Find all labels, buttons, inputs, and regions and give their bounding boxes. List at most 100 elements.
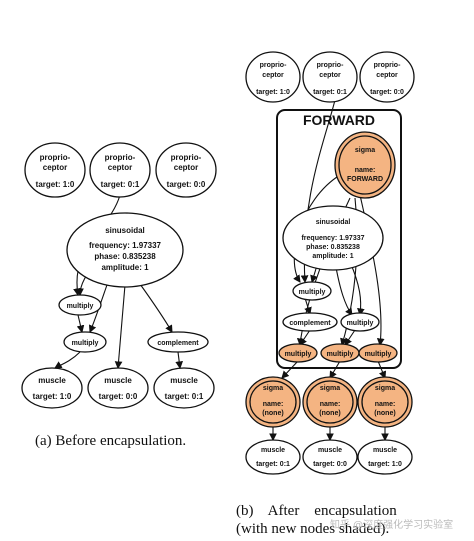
label: phase: 0.835238 [306, 244, 360, 251]
left-multiply-2 [63, 331, 107, 353]
label: target: 1:0 [33, 392, 72, 401]
label: complement [289, 320, 331, 327]
right-graph: FORWARD proprio- ceptor target: 1:0 prop… [245, 51, 415, 475]
label: multiply [72, 340, 99, 347]
label: sinusoidal [316, 219, 351, 226]
label: proprio- [374, 62, 401, 69]
left-graph: proprio- ceptor target: 1:0 proprio- cep… [21, 142, 217, 409]
right-multiply-bottom-1 [278, 343, 318, 363]
caption-a: (a) Before encapsulation. [35, 433, 187, 449]
right-complement [282, 312, 338, 332]
label: sigma [320, 385, 340, 392]
left-proprioceptor-2 [89, 142, 151, 198]
label: target: 0:0 [167, 180, 206, 189]
left-sinusoidal [66, 212, 184, 288]
right-sigma-forward [334, 131, 396, 199]
label: proprio- [105, 153, 136, 162]
label: multiply [285, 351, 312, 358]
label: target: 0:1 [256, 461, 290, 468]
edge [359, 194, 385, 347]
label: sigma [375, 385, 395, 392]
label: muscle [104, 376, 132, 385]
label: target: 0:1 [165, 392, 204, 401]
right-sigma-3 [357, 376, 413, 428]
forward-module-box [276, 109, 402, 369]
left-muscle-1 [21, 367, 83, 409]
caption-b-line2: (with new nodes shaded). [236, 521, 390, 537]
label: target: 1:0 [36, 180, 75, 189]
label: name: [375, 401, 396, 408]
edge [329, 360, 341, 379]
label: muscle [261, 447, 285, 454]
left-muscle-2 [87, 367, 149, 409]
label: sinusoidal [105, 226, 145, 235]
left-muscle-3 [153, 367, 215, 409]
label: multiply [347, 320, 374, 327]
label: multiply [327, 351, 354, 358]
edge [175, 351, 184, 370]
edge [281, 360, 299, 379]
label: multiply [67, 303, 94, 310]
label: proprio- [260, 62, 287, 69]
watermark: 知乎 @深度强化学习实验室 [330, 520, 454, 531]
edge [54, 351, 81, 369]
edge [139, 283, 173, 333]
label: amplitude: 1 [101, 263, 149, 272]
label: ceptor [376, 72, 398, 79]
right-multiply-mid [340, 312, 380, 332]
label: multiply [299, 289, 326, 296]
label: proprio- [317, 62, 344, 69]
right-muscle-3 [357, 439, 413, 475]
right-multiply-bottom-3 [358, 343, 398, 363]
label: proprio- [171, 153, 202, 162]
edge [114, 284, 126, 370]
label: ceptor [174, 163, 198, 172]
label: (none) [374, 410, 395, 417]
right-proprioceptor-1 [245, 51, 301, 103]
label: target: 0:0 [370, 89, 404, 96]
right-sigma-1 [245, 376, 301, 428]
label: sigma [263, 385, 283, 392]
label: name: [320, 401, 341, 408]
right-muscle-2 [302, 439, 358, 475]
edge [344, 329, 356, 346]
edge [377, 360, 387, 380]
right-sigma-1-inner-ring [249, 380, 297, 424]
label: sigma [355, 147, 375, 154]
edge [88, 281, 109, 334]
right-sinusoidal [282, 205, 384, 271]
right-sigma-forward-inner-ring [338, 135, 392, 195]
right-sigma-2-inner-ring [306, 380, 354, 424]
label: target: 0:0 [313, 461, 347, 468]
label: name: [355, 167, 376, 174]
right-sigma-3-inner-ring [361, 380, 409, 424]
left-multiply-1 [58, 294, 102, 316]
right-muscle-1 [245, 439, 301, 475]
label: name: [263, 401, 284, 408]
label: target: 0:1 [313, 89, 347, 96]
label: frequency: 1.97337 [301, 235, 364, 242]
caption-b-line1: (b) After encapsulation [236, 503, 397, 519]
label: ceptor [262, 72, 284, 79]
label: ceptor [43, 163, 67, 172]
label: FORWARD [347, 176, 383, 183]
label: muscle [318, 447, 342, 454]
label: multiply [365, 351, 392, 358]
label: muscle [38, 376, 66, 385]
label: muscle [373, 447, 397, 454]
edge [76, 314, 85, 334]
forward-title: FORWARD [303, 112, 375, 128]
label: amplitude: 1 [312, 253, 353, 260]
label: (none) [319, 410, 340, 417]
label: frequency: 1.97337 [89, 241, 162, 250]
label: proprio- [40, 153, 71, 162]
edge [304, 297, 312, 316]
label: muscle [170, 376, 198, 385]
right-proprioceptor-2 [302, 51, 358, 103]
left-proprioceptor-3 [155, 142, 217, 198]
right-proprioceptor-3 [359, 51, 415, 103]
label: target: 0:0 [99, 392, 138, 401]
right-multiply-top [292, 281, 332, 301]
label: phase: 0.835238 [94, 252, 156, 261]
